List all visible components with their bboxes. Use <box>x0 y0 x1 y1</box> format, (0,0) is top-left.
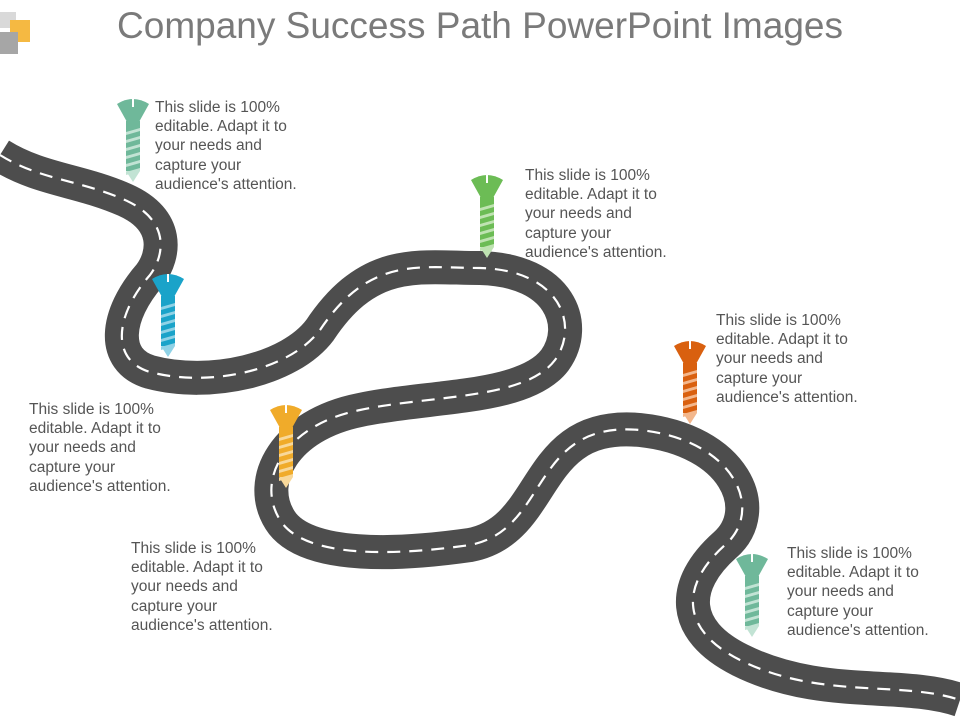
milestone-1-text: This slide is 100% editable. Adapt it to… <box>155 99 297 193</box>
road-center-line <box>0 154 960 702</box>
milestone-pin-4 <box>270 405 302 488</box>
milestone-pin-6 <box>736 554 768 637</box>
milestone-pin-5 <box>674 341 706 424</box>
page-title: Company Success Path PowerPoint Images <box>117 5 843 46</box>
milestone-4-text: This slide is 100% editable. Adapt it to… <box>131 540 273 634</box>
milestone-6-text: This slide is 100% editable. Adapt it to… <box>787 545 929 639</box>
milestone-pin-3 <box>471 175 503 258</box>
milestone-pin-1 <box>117 99 149 182</box>
milestone-2-text: This slide is 100% editable. Adapt it to… <box>29 401 171 495</box>
logo-icon <box>0 12 30 54</box>
milestone-pin-2 <box>152 274 184 357</box>
milestone-5-text: This slide is 100% editable. Adapt it to… <box>716 312 858 406</box>
milestone-3-text: This slide is 100% editable. Adapt it to… <box>525 167 667 261</box>
